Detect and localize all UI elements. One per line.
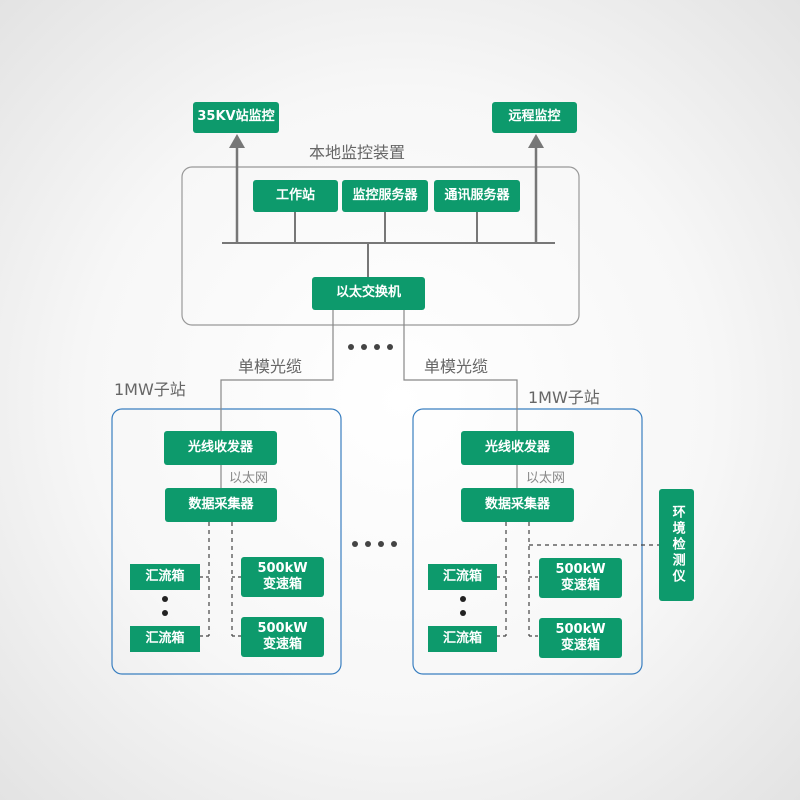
substation-left-title: 1MW子站	[114, 380, 186, 399]
local-monitor-title: 本地监控装置	[309, 143, 406, 162]
substation-right-frame	[412, 408, 643, 675]
right-inverter-2: 500kW 变速箱	[539, 618, 622, 658]
right-combiner-box-2: 汇流箱	[428, 626, 497, 652]
monitor-server-box: 监控服务器	[342, 180, 428, 212]
left-combiner-box-2: 汇流箱	[130, 626, 200, 652]
right-vertical-ellipsis	[460, 596, 466, 616]
right-inverter-1: 500kW 变速箱	[539, 558, 622, 598]
station-35kv-monitor: 35KV站监控	[193, 102, 279, 133]
remote-monitor: 远程监控	[492, 102, 577, 133]
left-ethernet-label: 以太网	[229, 471, 269, 486]
ellipsis-top	[348, 344, 393, 350]
left-vertical-ellipsis	[162, 596, 168, 616]
environment-monitor: 环境检测仪	[659, 489, 694, 601]
left-combiner-box-1: 汇流箱	[130, 564, 200, 590]
substation-right-title: 1MW子站	[528, 388, 600, 407]
right-data-collector: 数据采集器	[461, 488, 574, 522]
left-fiber-transceiver: 光线收发器	[164, 431, 277, 465]
left-inverter-1: 500kW 变速箱	[241, 557, 324, 597]
workstation-box: 工作站	[253, 180, 338, 212]
substation-left-frame	[111, 408, 342, 675]
fiber-right-label: 单模光缆	[424, 357, 489, 376]
fiber-right-line	[403, 310, 518, 431]
comm-server-box: 通讯服务器	[434, 180, 520, 212]
right-fiber-transceiver: 光线收发器	[461, 431, 574, 465]
left-inverter-2: 500kW 变速箱	[241, 617, 324, 657]
ellipsis-middle	[352, 541, 397, 547]
fiber-left-line	[220, 310, 334, 431]
left-data-collector: 数据采集器	[165, 488, 277, 522]
fiber-left-label: 单模光缆	[238, 357, 303, 376]
ethernet-switch-box: 以太交换机	[312, 277, 425, 310]
local-monitor-frame	[181, 166, 580, 326]
right-ethernet-label: 以太网	[526, 471, 566, 486]
right-combiner-box-1: 汇流箱	[428, 564, 497, 590]
